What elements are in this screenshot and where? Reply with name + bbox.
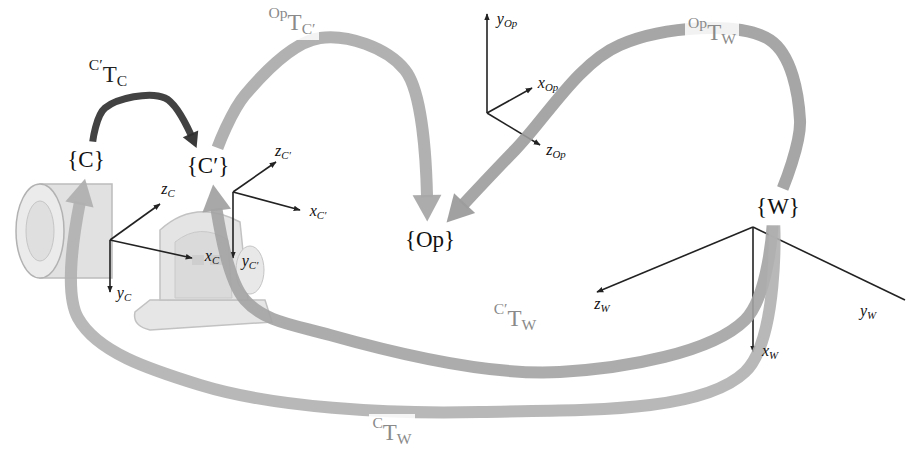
arrow-head <box>183 131 198 148</box>
arrow-band <box>71 179 775 413</box>
frame-name: {Op} <box>405 227 455 252</box>
axis-label: yOp <box>497 9 517 30</box>
transform-arrow <box>65 179 774 413</box>
arrow-band <box>213 184 772 372</box>
axis-label: zW <box>594 294 609 315</box>
arrow-band <box>447 28 800 222</box>
axis-label: zC <box>161 179 175 200</box>
frame-name: {W} <box>756 194 800 219</box>
frame-axes <box>110 14 905 352</box>
arrow-head <box>413 195 442 222</box>
axis-label: xC <box>205 246 219 267</box>
transform-label: C′TW <box>491 300 540 335</box>
transform-label: OpTC′ <box>265 4 318 39</box>
frame-name: {C} <box>67 147 104 172</box>
transform-label: C′TC <box>86 56 130 91</box>
arrow-head <box>202 184 231 212</box>
axis-label: xOp <box>538 73 558 94</box>
arrow-band <box>217 37 427 221</box>
frame-name: {C′} <box>187 153 229 178</box>
coordinate-frame: {C} <box>64 145 107 174</box>
axis-label: yC <box>117 283 131 304</box>
transform-label: OpTW <box>685 14 739 49</box>
transform-arrow <box>202 184 772 372</box>
axis-label: zOp <box>546 140 566 161</box>
coordinate-frame: {Op} <box>402 225 458 254</box>
axis-label: yC′ <box>242 251 259 272</box>
axis-label: zC′ <box>275 141 291 162</box>
transform-arrow <box>447 28 800 222</box>
axis-label: xC′ <box>310 201 327 222</box>
arrow-head <box>447 193 476 222</box>
transform-label: CTW <box>369 414 414 449</box>
coordinate-frame: {C′} <box>184 151 232 180</box>
coordinate-frame: {W} <box>753 192 803 221</box>
arrow-band <box>93 95 197 148</box>
camera-illustration <box>16 184 272 330</box>
arrow-head <box>65 179 93 208</box>
axis-label: xW <box>762 341 778 362</box>
axis-label: yW <box>860 301 876 322</box>
transform-arrow <box>217 37 441 221</box>
transform-arrow <box>93 95 199 148</box>
